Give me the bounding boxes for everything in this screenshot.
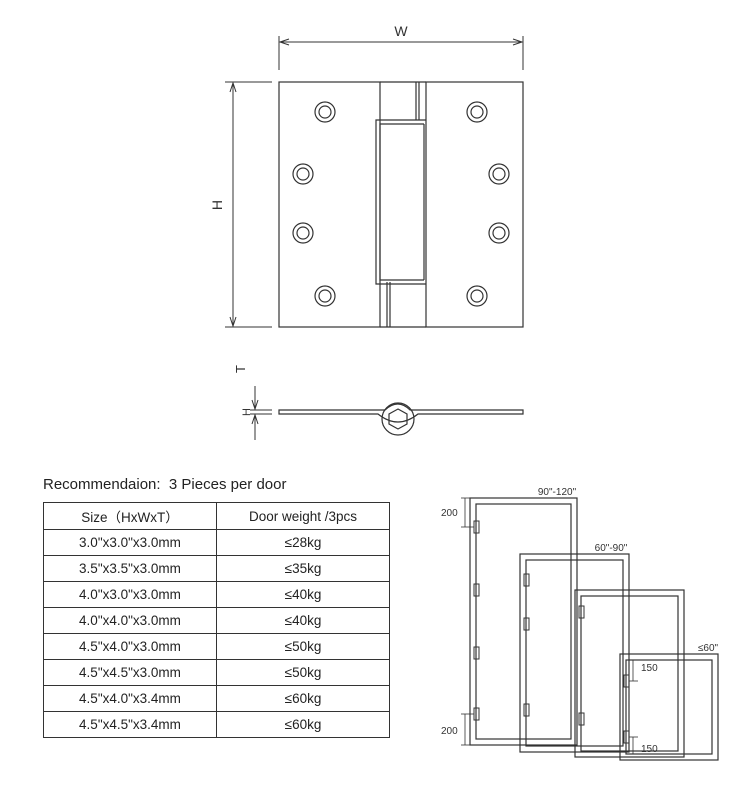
weight-cell: ≤60kg bbox=[216, 711, 390, 738]
weight-cell: ≤40kg bbox=[216, 607, 390, 634]
height-label: H bbox=[209, 200, 225, 210]
weight-cell: ≤50kg bbox=[216, 659, 390, 686]
bottom-offset-label: 200 bbox=[441, 726, 458, 737]
door-4-label: ≤60" bbox=[698, 643, 719, 654]
screw-hole-icon bbox=[488, 222, 510, 244]
weight-header: Door weight /3pcs bbox=[216, 502, 390, 530]
size-cell: 3.0"x3.0"x3.0mm bbox=[43, 529, 217, 556]
screw-hole-icon bbox=[466, 285, 488, 307]
hinge-side-view bbox=[278, 402, 524, 436]
width-dimension bbox=[278, 36, 524, 70]
recommendation-label: Recommendaion: bbox=[43, 476, 161, 493]
spec-table: Size（HxWxT） Door weight /3pcs 3.0"x3.0"x… bbox=[43, 502, 390, 738]
size-cell: 4.5"x4.0"x3.0mm bbox=[43, 633, 217, 660]
table-header-row: Size（HxWxT） Door weight /3pcs bbox=[43, 502, 390, 530]
screw-hole-icon bbox=[314, 285, 336, 307]
top-offset-label: 200 bbox=[441, 508, 458, 519]
table-row: 4.5"x4.0"x3.0mm≤50kg bbox=[43, 633, 390, 660]
table-row: 4.0"x3.0"x3.0mm≤40kg bbox=[43, 581, 390, 608]
size-cell: 4.0"x4.0"x3.0mm bbox=[43, 607, 217, 634]
thickness-label-small: H bbox=[241, 408, 253, 416]
small-bottom-offset-label: 150 bbox=[641, 744, 658, 755]
size-cell: 3.5"x3.5"x3.0mm bbox=[43, 555, 217, 582]
size-cell: 4.5"x4.5"x3.4mm bbox=[43, 711, 217, 738]
door-2-label: 60"-90" bbox=[595, 543, 628, 554]
weight-cell: ≤35kg bbox=[216, 555, 390, 582]
small-top-offset-label: 150 bbox=[641, 663, 658, 674]
recommendation-text: Recommendaion: 3 Pieces per door bbox=[43, 476, 286, 493]
screw-hole-icon bbox=[314, 101, 336, 123]
table-row: 4.5"x4.5"x3.0mm≤50kg bbox=[43, 659, 390, 686]
door-installation-diagram bbox=[461, 497, 719, 761]
height-dimension bbox=[225, 81, 272, 328]
table-row: 4.0"x4.0"x3.0mm≤40kg bbox=[43, 607, 390, 634]
screw-hole-icon bbox=[466, 101, 488, 123]
screw-hole-icon bbox=[488, 163, 510, 185]
size-cell: 4.5"x4.5"x3.0mm bbox=[43, 659, 217, 686]
hinge-front-view bbox=[278, 81, 524, 328]
weight-cell: ≤28kg bbox=[216, 529, 390, 556]
thickness-label: T bbox=[233, 365, 248, 373]
weight-cell: ≤50kg bbox=[216, 633, 390, 660]
table-row: 4.5"x4.5"x3.4mm≤60kg bbox=[43, 711, 390, 738]
width-label: W bbox=[394, 23, 408, 39]
weight-cell: ≤40kg bbox=[216, 581, 390, 608]
thickness-dimension bbox=[250, 386, 272, 440]
size-cell: 4.5"x4.0"x3.4mm bbox=[43, 685, 217, 712]
screw-holes bbox=[292, 101, 510, 307]
table-row: 3.0"x3.0"x3.0mm≤28kg bbox=[43, 529, 390, 556]
screw-hole-icon bbox=[292, 222, 314, 244]
weight-cell: ≤60kg bbox=[216, 685, 390, 712]
recommendation-value: 3 Pieces per door bbox=[168, 476, 287, 493]
size-cell: 4.0"x3.0"x3.0mm bbox=[43, 581, 217, 608]
screw-hole-icon bbox=[292, 163, 314, 185]
table-row: 3.5"x3.5"x3.0mm≤35kg bbox=[43, 555, 390, 582]
size-header: Size（HxWxT） bbox=[43, 502, 217, 530]
door-1-label: 90"-120" bbox=[538, 487, 577, 498]
table-row: 4.5"x4.0"x3.4mm≤60kg bbox=[43, 685, 390, 712]
